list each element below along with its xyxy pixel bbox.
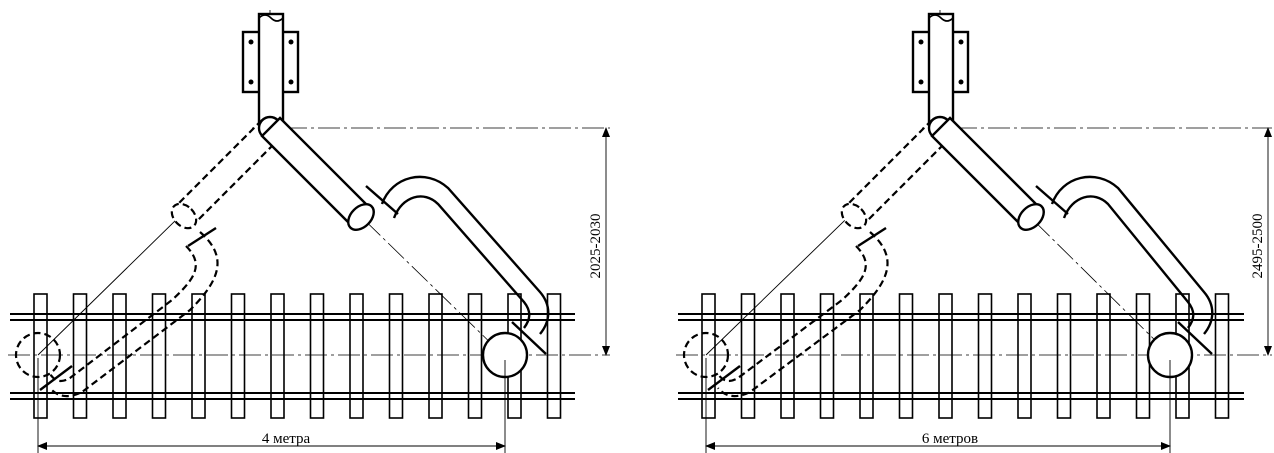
sleeper — [938, 293, 953, 419]
sleeper — [859, 293, 874, 419]
sleeper — [546, 293, 562, 419]
dimension-vertical: 2495-2500 — [1250, 127, 1272, 356]
dimension-horizontal: 4 метра — [37, 358, 506, 453]
diagram-6m: 6 метров 2495-2500 — [676, 10, 1272, 453]
sleeper — [1214, 293, 1230, 419]
dimension-vertical: 2025-2030 — [588, 127, 610, 356]
sleeper — [72, 293, 88, 419]
arm-working-position — [930, 116, 1214, 379]
sleeper — [819, 293, 835, 419]
dimension-label-horizontal: 6 метров — [922, 431, 978, 447]
column-pipe — [257, 12, 285, 124]
column — [911, 12, 970, 124]
column — [241, 12, 300, 124]
sleeper — [898, 293, 914, 419]
dimension-label-vertical: 2025-2030 — [588, 214, 604, 279]
sleeper — [1056, 293, 1072, 419]
diagram-4m: 4 метра 2025-2030 — [8, 10, 610, 453]
sleeper — [112, 293, 127, 419]
sleepers — [33, 293, 562, 419]
sleeper — [428, 293, 443, 419]
railway-track — [678, 293, 1244, 419]
sleeper — [230, 293, 246, 419]
sleeper — [309, 293, 325, 419]
dimension-label-horizontal: 4 метра — [262, 431, 311, 447]
dimension-label-vertical: 2495-2500 — [1250, 214, 1266, 279]
sleeper — [1096, 293, 1111, 419]
column-pipe — [927, 12, 955, 124]
sleepers — [701, 293, 1230, 419]
sleeper — [270, 293, 285, 419]
sleeper — [740, 293, 756, 419]
sleeper — [349, 293, 364, 419]
arm-working-position — [260, 116, 550, 379]
sleeper — [977, 293, 993, 419]
sleeper — [1017, 293, 1032, 419]
railway-track — [10, 293, 575, 419]
sleeper — [388, 293, 404, 419]
dimension-horizontal: 6 метров — [705, 358, 1171, 453]
sleeper — [191, 293, 206, 419]
sleeper — [780, 293, 795, 419]
sleeper — [151, 293, 167, 419]
